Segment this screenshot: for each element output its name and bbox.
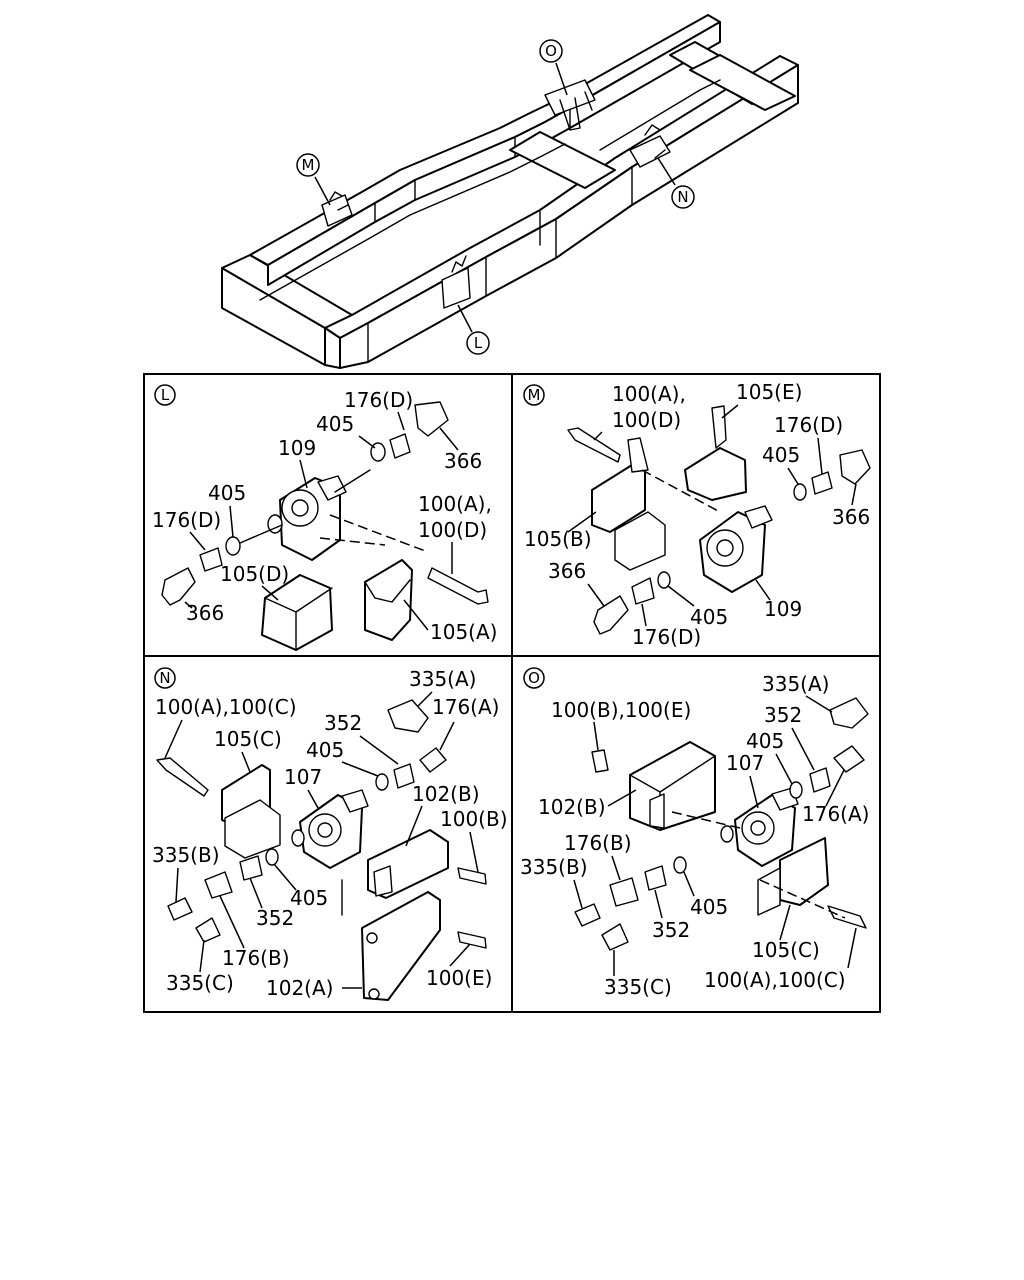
label-o-405-bottom: 405 xyxy=(690,895,728,919)
label-l-109: 109 xyxy=(278,436,316,460)
callout-o-text: O xyxy=(545,42,557,60)
label-n-352-bottom: 352 xyxy=(256,906,294,930)
label-o-176a: 176(A) xyxy=(802,802,869,826)
label-l-176d-top: 176(D) xyxy=(344,388,413,412)
label-n-105c: 105(C) xyxy=(214,727,282,751)
label-l-100a: 100(A), xyxy=(418,492,492,516)
label-n-335b: 335(B) xyxy=(152,843,220,867)
label-o-105c: 105(C) xyxy=(752,938,820,962)
panel-o: O xyxy=(523,667,869,951)
panel-n-marker: N xyxy=(159,669,170,687)
label-l-105d: 105(D) xyxy=(220,562,289,586)
label-o-352-bottom: 352 xyxy=(652,918,690,942)
label-o-102b: 102(B) xyxy=(538,795,606,819)
label-m-109: 109 xyxy=(764,597,802,621)
callout-l-text: L xyxy=(474,334,483,352)
callout-n-text: N xyxy=(677,188,688,206)
overview-callout-l: L xyxy=(457,304,490,355)
valve-109-drawing xyxy=(239,469,371,561)
label-n-335c: 335(C) xyxy=(166,971,234,995)
label-m-366-left: 366 xyxy=(548,559,586,583)
label-n-405-top: 405 xyxy=(306,738,344,762)
chassis-frame-overview xyxy=(221,14,799,369)
overview-callout-o: O xyxy=(539,39,568,96)
label-l-366-top: 366 xyxy=(444,449,482,473)
panel-l-labels: 176(D) 405 109 366 405 176(D) 100(A), 10… xyxy=(152,388,497,644)
label-o-335c: 335(C) xyxy=(604,975,672,999)
label-o-100b-100e: 100(B),100(E) xyxy=(551,698,691,722)
panel-m-marker: M xyxy=(528,386,541,404)
label-o-176b: 176(B) xyxy=(564,831,632,855)
label-n-107: 107 xyxy=(284,765,322,789)
label-m-100d: 100(D) xyxy=(612,408,681,432)
label-n-102b: 102(B) xyxy=(412,782,480,806)
label-n-352-top: 352 xyxy=(324,711,362,735)
callout-m-text: M xyxy=(302,156,315,174)
label-l-366-bottom: 366 xyxy=(186,601,224,625)
label-o-335a: 335(A) xyxy=(762,672,829,696)
panel-l-marker: L xyxy=(161,386,170,404)
label-o-100a-100c: 100(A),100(C) xyxy=(704,968,846,992)
overview-callout-n: N xyxy=(657,157,695,209)
label-n-100e: 100(E) xyxy=(426,966,492,990)
label-l-105a: 105(A) xyxy=(430,620,497,644)
label-l-176d-left: 176(D) xyxy=(152,508,221,532)
label-l-405-left: 405 xyxy=(208,481,246,505)
label-m-405-bottom: 405 xyxy=(690,605,728,629)
label-m-405-top: 405 xyxy=(762,443,800,467)
label-l-100d: 100(D) xyxy=(418,518,487,542)
panel-o-marker: O xyxy=(528,669,540,687)
detail-grid xyxy=(143,373,881,1013)
overview-callout-m: M xyxy=(296,153,331,206)
panel-m-labels: 100(A), 100(D) 105(E) 176(D) 405 366 105… xyxy=(524,380,870,649)
label-n-176b: 176(B) xyxy=(222,946,290,970)
valve-109-drawing-m xyxy=(699,505,773,593)
valve-107-drawing-n xyxy=(291,789,369,869)
valve-107-drawing-o xyxy=(720,787,799,867)
label-m-366-right: 366 xyxy=(832,505,870,529)
label-l-405-top: 405 xyxy=(316,412,354,436)
panel-n-labels: 335(A) 100(A),100(C) 352 176(A) 105(C) 4… xyxy=(152,667,508,1000)
panel-o-labels: 335(A) 100(B),100(E) 352 405 107 176(A) … xyxy=(520,672,869,999)
label-o-335b: 335(B) xyxy=(520,855,588,879)
panel-m: M xyxy=(523,384,871,635)
label-m-176d-top: 176(D) xyxy=(774,413,843,437)
label-n-335a: 335(A) xyxy=(409,667,476,691)
label-n-176a: 176(A) xyxy=(432,695,499,719)
label-o-107: 107 xyxy=(726,751,764,775)
label-m-105b: 105(B) xyxy=(524,527,592,551)
label-m-100a: 100(A), xyxy=(612,382,686,406)
label-m-176d-bottom: 176(D) xyxy=(632,625,701,649)
label-n-405-bottom: 405 xyxy=(290,886,328,910)
label-o-405-top: 405 xyxy=(746,729,784,753)
label-m-105e: 105(E) xyxy=(736,380,802,404)
label-n-100b: 100(B) xyxy=(440,807,508,831)
label-n-100a-100c: 100(A),100(C) xyxy=(155,695,297,719)
panel-n: N xyxy=(154,667,487,1001)
label-o-352: 352 xyxy=(764,703,802,727)
label-n-102a: 102(A) xyxy=(266,976,333,1000)
